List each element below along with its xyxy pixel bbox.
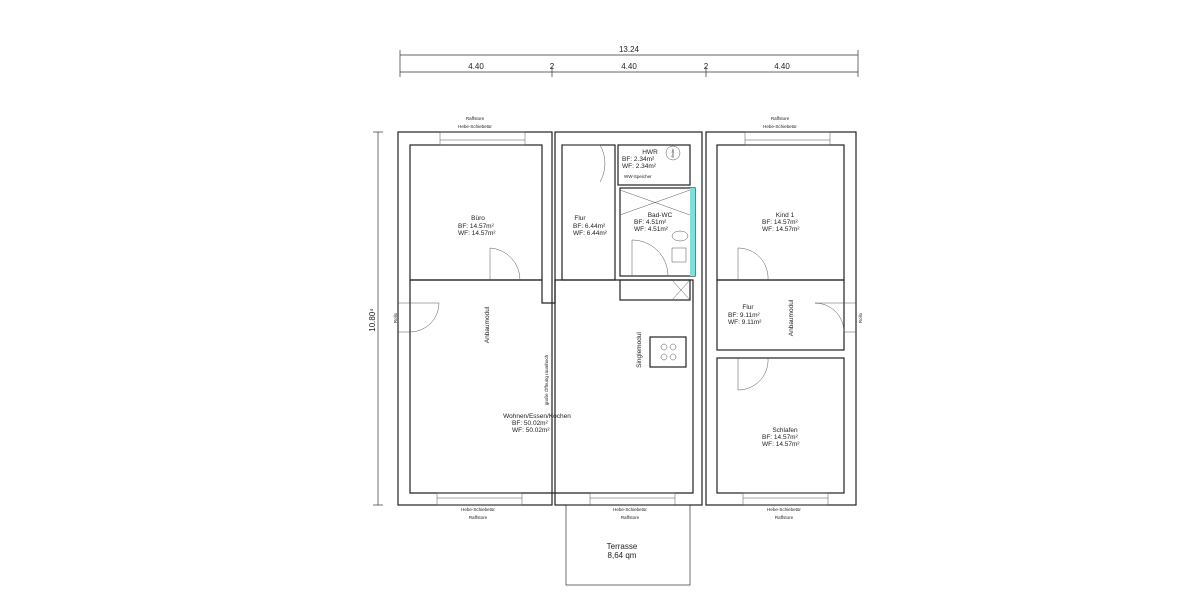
svg-text:HWR: HWR xyxy=(642,149,658,156)
dimension-chain: 13.24 4.40 2 4.40 2 4.40 10.80⁴ xyxy=(368,45,859,506)
label-raffstore: Raffstore xyxy=(775,515,794,520)
svg-text:BF: 50.02m²: BF: 50.02m² xyxy=(512,420,549,427)
svg-text:Flur: Flur xyxy=(574,215,586,222)
svg-text:WF: 4.51m²: WF: 4.51m² xyxy=(634,226,669,233)
svg-text:WF: 14.57m²: WF: 14.57m² xyxy=(762,441,800,448)
label-hebe: Hebe-Schiebetür xyxy=(461,507,495,512)
svg-text:WF: 2.34m²: WF: 2.34m² xyxy=(622,163,657,170)
svg-text:BF: 6.44m²: BF: 6.44m² xyxy=(573,223,606,230)
dim-total: 13.24 xyxy=(619,45,640,54)
svg-text:BF: 14.57m²: BF: 14.57m² xyxy=(458,223,495,230)
svg-text:Bad-WC: Bad-WC xyxy=(648,212,673,219)
label-hebe: Hebe-Schiebetür xyxy=(763,124,797,129)
label-rollo: Rollo xyxy=(393,312,398,323)
svg-text:Wohnen/Essen/Kochen: Wohnen/Essen/Kochen xyxy=(503,413,571,420)
label-raffstore: Raffstore xyxy=(469,515,488,520)
terrace-area: 8,64 qm xyxy=(608,551,637,560)
dim-seg: 4.40 xyxy=(468,62,484,71)
label-hebe: Hebe-Schiebetür xyxy=(613,507,647,512)
dim-height: 10.80⁴ xyxy=(368,308,377,332)
dim-seg: 2 xyxy=(550,62,555,71)
annotations: Raffstore Hebe-Schiebetür Raffstore Hebe… xyxy=(393,116,863,520)
label-raffstore: Raffstore xyxy=(621,515,640,520)
terrace-name: Terrasse xyxy=(607,542,638,551)
svg-text:WF: 9.11m²: WF: 9.11m² xyxy=(728,319,762,326)
boiler xyxy=(665,145,681,161)
label-anbaumodul: Anbaumodul xyxy=(484,306,491,343)
label-hebe: Hebe-Schiebetür xyxy=(767,507,801,512)
svg-text:WF: 14.57m²: WF: 14.57m² xyxy=(458,230,496,237)
svg-text:BF: 9.11m²: BF: 9.11m² xyxy=(728,312,761,319)
label-raffstore: Raffstore xyxy=(771,116,790,121)
dim-seg: 4.40 xyxy=(774,62,790,71)
svg-text:BF: 2.34m²: BF: 2.34m² xyxy=(622,156,655,163)
label-rollo: Rollo xyxy=(858,312,863,323)
svg-text:Kind 1: Kind 1 xyxy=(776,212,795,219)
label-raffstore: Raffstore xyxy=(466,116,485,121)
svg-text:BF: 4.51m²: BF: 4.51m² xyxy=(634,219,667,226)
windows xyxy=(436,131,831,506)
svg-text:Büro: Büro xyxy=(471,215,485,222)
svg-text:WF: 6.44m²: WF: 6.44m² xyxy=(573,230,608,237)
doors xyxy=(398,144,856,391)
svg-text:WF: 50.02m²: WF: 50.02m² xyxy=(512,427,550,434)
label-speicher: WW-Speicher xyxy=(624,174,652,179)
svg-text:Schlafen: Schlafen xyxy=(772,427,798,434)
svg-text:Flur: Flur xyxy=(742,304,754,311)
dim-seg: 2 xyxy=(704,62,709,71)
label-opening: große Öffnung raumhoch xyxy=(543,354,549,405)
label-boiler: Boiler xyxy=(671,148,675,158)
label-singlemodul: Singlemodul xyxy=(636,332,643,368)
svg-text:BF: 14.57m²: BF: 14.57m² xyxy=(762,434,799,441)
terrace xyxy=(565,504,691,586)
svg-text:BF: 14.57m²: BF: 14.57m² xyxy=(762,219,799,226)
label-anbaumodul: Anbaumodul xyxy=(788,299,795,336)
label-hebe: Hebe-Schiebetür xyxy=(458,124,492,129)
dim-seg: 4.40 xyxy=(621,62,637,71)
svg-text:WF: 14.57m²: WF: 14.57m² xyxy=(762,226,800,233)
